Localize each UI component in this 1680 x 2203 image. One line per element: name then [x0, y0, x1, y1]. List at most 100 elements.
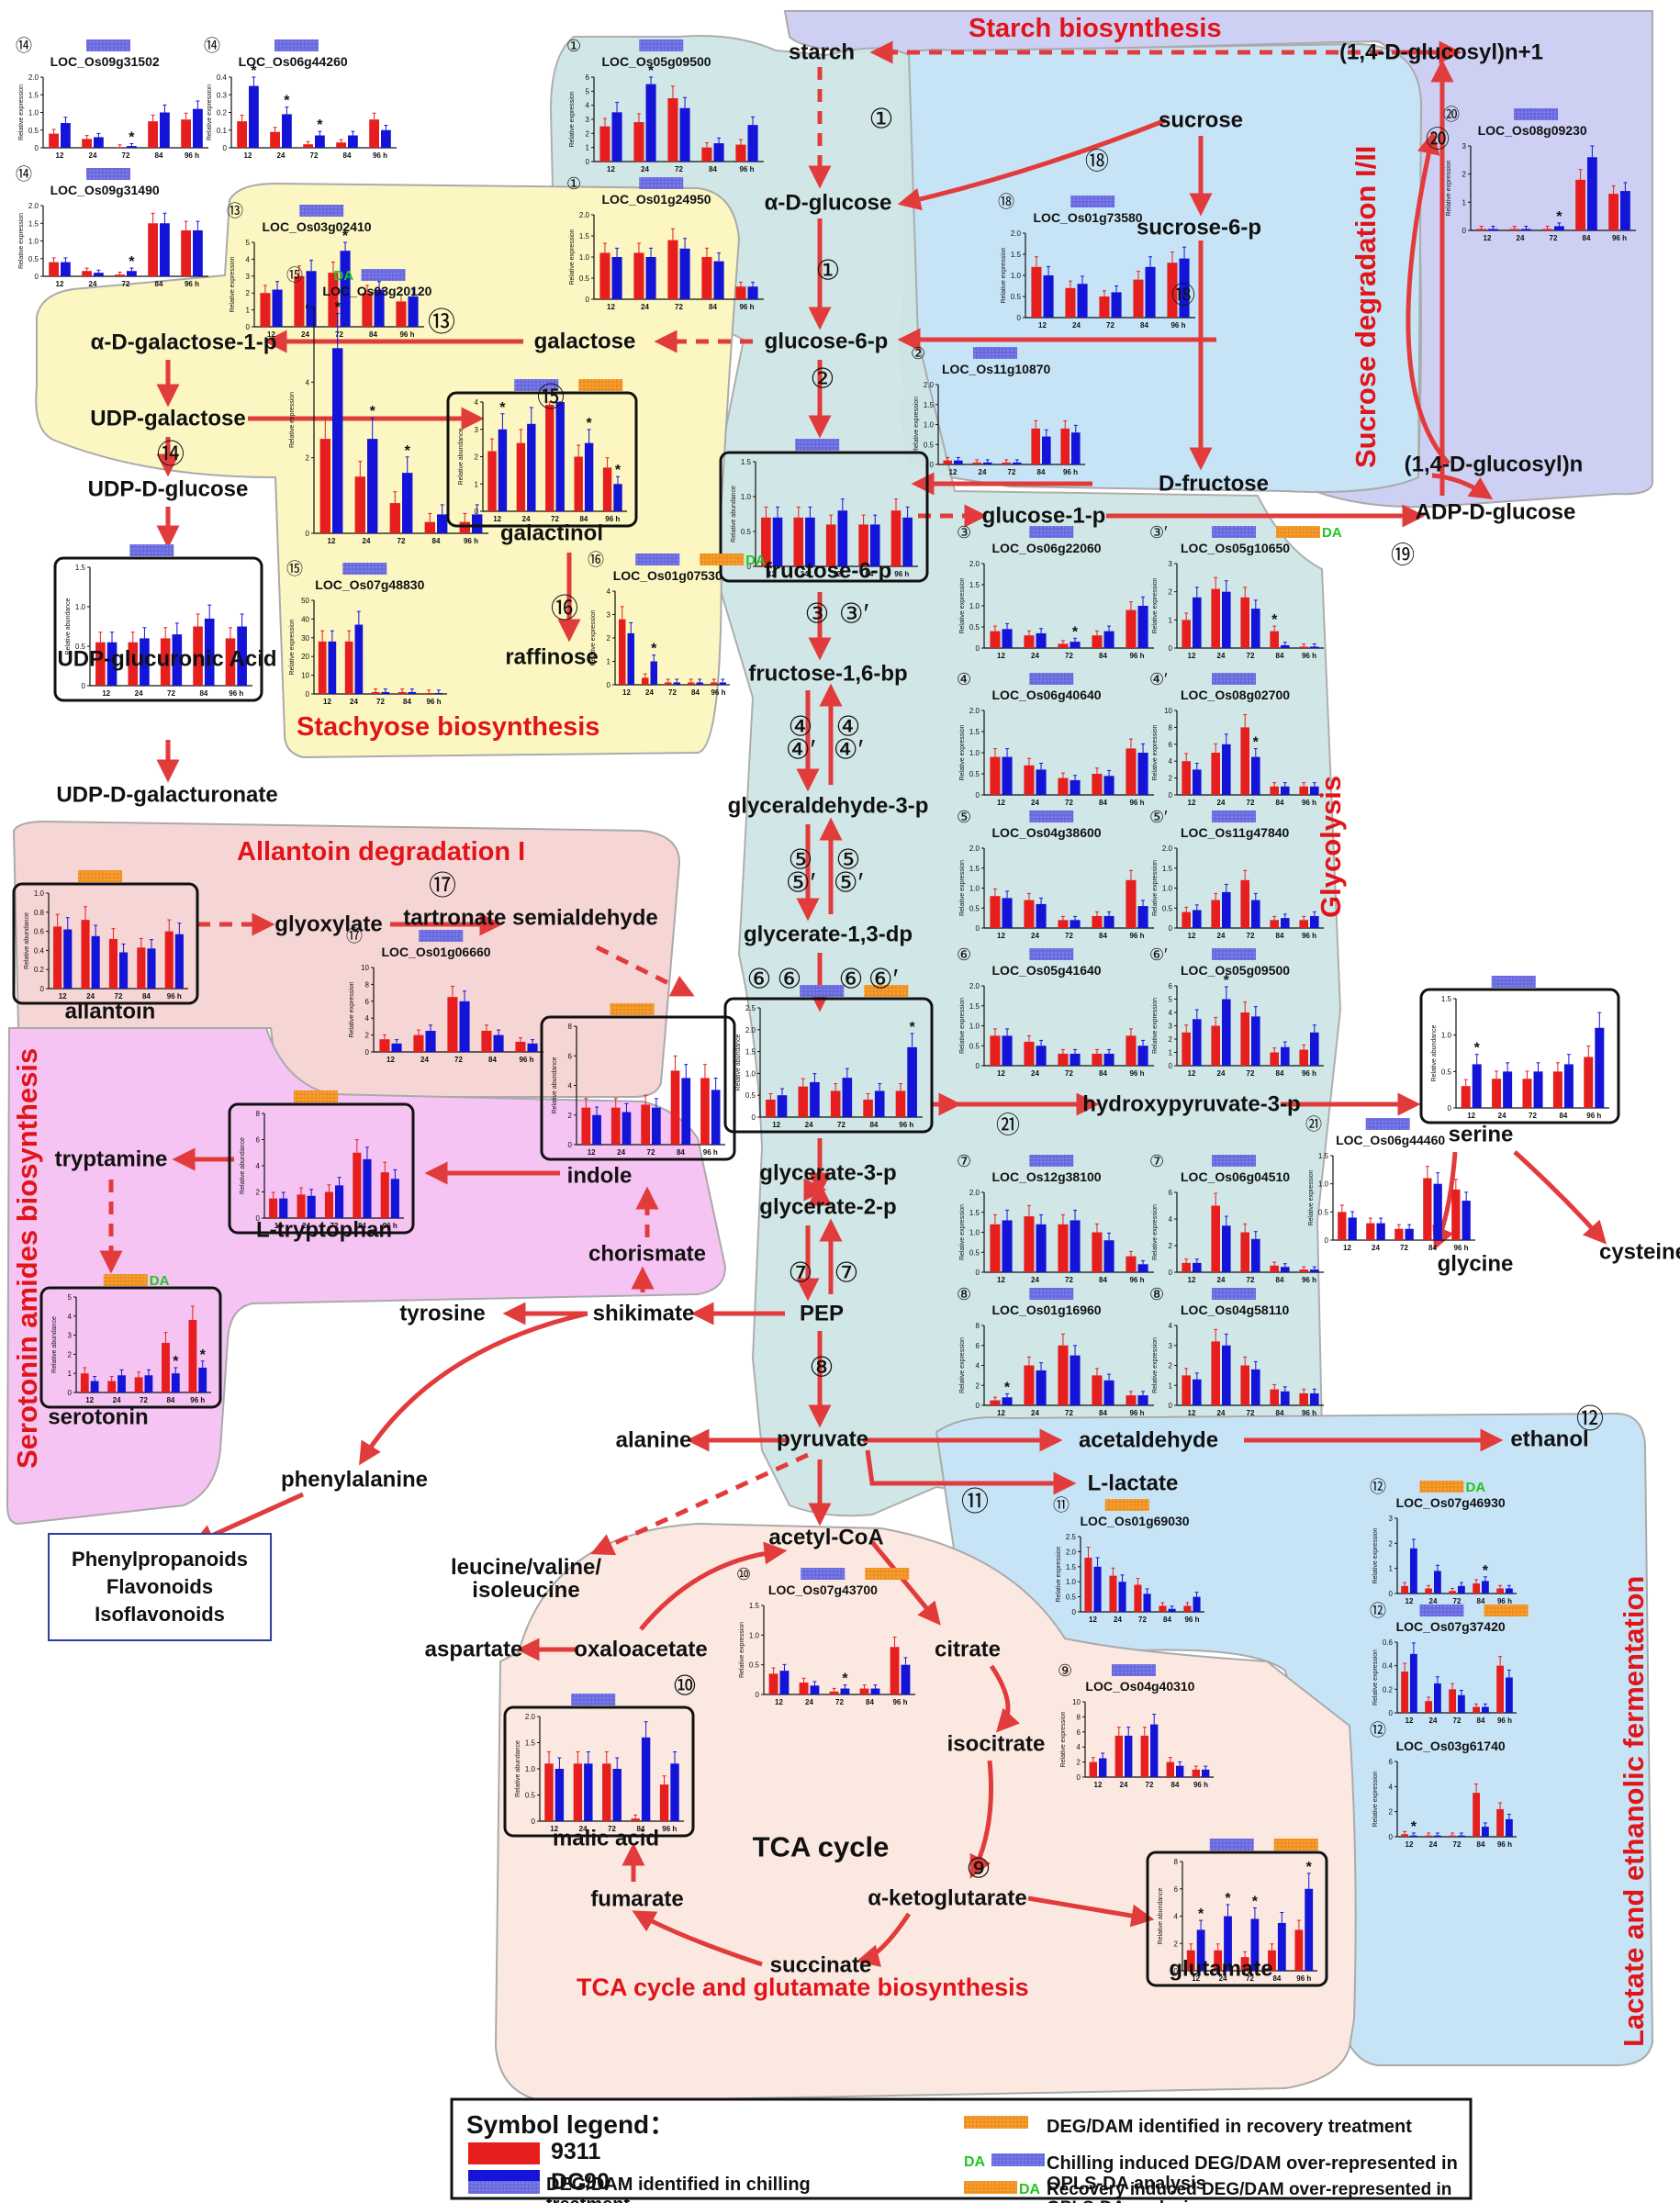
chart-chill-tag	[1212, 526, 1256, 538]
chart-x-tick-label: 72	[1453, 1840, 1462, 1849]
bar-9311	[1270, 786, 1279, 795]
chart-x-tick-label: 24	[1517, 234, 1525, 242]
bar-9311	[990, 1224, 1001, 1272]
chart-recov-tag	[1273, 1839, 1318, 1851]
bar-dc90	[171, 1373, 180, 1392]
pathway-arrow	[969, 1760, 993, 1879]
chart-x-tick-label: 84	[1276, 1409, 1284, 1417]
chart-y-tick-label: 0.5	[579, 274, 590, 283]
chart-enzyme-number: ⑫	[1370, 1602, 1386, 1620]
bar-dc90	[1482, 1581, 1489, 1594]
enzyme-number: ⑮	[537, 383, 565, 413]
chart-x-tick-label: 24	[979, 468, 987, 476]
chart-y-tick-label: 3	[607, 611, 611, 620]
chart-y-tick-label: 1	[1169, 616, 1173, 624]
enzyme-number: ③	[804, 598, 830, 630]
bar-9311	[1031, 266, 1042, 318]
chart-gene-id: LOC_Os05g09500	[1181, 963, 1290, 978]
bar-dc90	[527, 1043, 538, 1052]
bar-9311	[1024, 765, 1035, 795]
bar-9311	[1366, 1223, 1375, 1240]
bar-9311	[1211, 588, 1220, 648]
bar-dc90	[408, 296, 419, 327]
enzyme-number: ⑤′	[785, 867, 816, 899]
chart-y-tick-label: 0	[747, 563, 752, 571]
chart-y-tick-label: 1.0	[924, 421, 935, 430]
metabolite-glucose-6-p: glucose-6-p	[764, 329, 889, 354]
bar-dc90	[1305, 1888, 1314, 1971]
metabolite-acetyl-coa: acetyl-CoA	[768, 1525, 884, 1550]
chart-recov-tag	[864, 985, 909, 997]
bar-9311	[1299, 1392, 1308, 1405]
bar-dc90	[1434, 1683, 1441, 1713]
metabolite-l-lactate: L-lactate	[1087, 1471, 1179, 1496]
title-sucrose-degradation: Sucrose degradation I/II	[1350, 145, 1382, 468]
metabolite-isocitrate: isocitrate	[946, 1731, 1046, 1757]
bar-dc90	[555, 402, 565, 511]
chart-x-tick-label: 12	[1188, 799, 1196, 807]
bar-dc90	[1251, 900, 1260, 928]
legend-9311-swatch	[468, 2142, 540, 2164]
bar-9311	[1058, 1053, 1069, 1066]
chart-x-tick-label: 84	[1559, 1112, 1567, 1120]
pathway-arrow	[632, 1910, 763, 1967]
chart-x-tick-label: 72	[122, 151, 130, 160]
chart-x-tick-label: 84	[343, 151, 352, 160]
chart-frame	[39, 1286, 222, 1409]
chart-y-axis-label: Relative expression	[569, 91, 576, 147]
chart-y-tick-label: 8	[568, 1023, 573, 1031]
chart-x-tick-label: 24	[805, 1121, 813, 1129]
chart-y-tick-label: 10	[301, 672, 309, 680]
chart-x-tick-label: 84	[1272, 1974, 1281, 1983]
chart-y-tick-label: 0	[976, 1269, 980, 1277]
bar-9311	[631, 1818, 640, 1821]
chart-y-tick-label: 0	[1462, 227, 1467, 235]
metabolite-glucosyl-n: (1,4-D-glucosyl)n	[1404, 452, 1584, 477]
bar-dc90	[1179, 258, 1190, 318]
bar-9311	[665, 682, 672, 685]
chart-x-tick-label: 84	[677, 1148, 685, 1157]
chart-y-tick-label: 0	[306, 690, 310, 699]
enzyme-number: ⑭	[157, 440, 185, 470]
chart-x-tick-label: 96 h	[1302, 1409, 1316, 1417]
chart-x-tick-label: 96 h	[1296, 1974, 1311, 1983]
chart-y-tick-label: 1.0	[969, 1229, 980, 1237]
chart-y-axis-label: Relative abundance	[731, 486, 737, 542]
pathway-arrow	[865, 1449, 1077, 1495]
chart-x-tick-label: 12	[1038, 321, 1047, 330]
chart-recov-tag	[1104, 1499, 1149, 1511]
bar-9311	[701, 257, 712, 299]
legend-9311-label: 9311	[551, 2139, 601, 2164]
chart-x-tick-label: 96 h	[1129, 799, 1144, 807]
chart-gene-id: LOC_Os04g38600	[992, 825, 1102, 840]
bar-dc90	[1434, 1835, 1441, 1837]
bar-dc90	[1193, 910, 1202, 928]
bar-9311	[108, 938, 118, 989]
enzyme-number: ⑱	[1084, 147, 1110, 175]
chart-chill-tag	[1491, 976, 1536, 988]
chart-y-tick-label: 0.5	[749, 1661, 760, 1670]
chart-x-tick-label: 12	[607, 303, 615, 311]
legend-dc90-label: DC90	[551, 2169, 610, 2195]
chart-x-tick-label: 12	[386, 1056, 395, 1064]
chart-recov-tag	[103, 1274, 148, 1286]
bar-dc90	[61, 123, 71, 148]
chart-chill-tag	[1029, 1288, 1074, 1300]
chart-y-tick-label: 1	[586, 144, 590, 152]
bar-9311	[1270, 631, 1279, 648]
chart-x-tick-label: 96 h	[1129, 1409, 1144, 1417]
chart-enzyme-number: ⑧	[957, 1285, 971, 1303]
bar-dc90	[402, 473, 413, 533]
chart-x-tick-label: 72	[1529, 1112, 1537, 1120]
bar-9311	[1092, 774, 1103, 795]
chart-y-tick-label: 2.0	[745, 1026, 756, 1034]
chart-x-tick-label: 84	[1099, 932, 1107, 940]
chart-y-tick-label: 2.0	[969, 844, 980, 853]
bar-9311	[193, 626, 203, 686]
bar-dc90	[106, 642, 118, 686]
chart-enzyme-number: ⑮	[286, 266, 303, 285]
